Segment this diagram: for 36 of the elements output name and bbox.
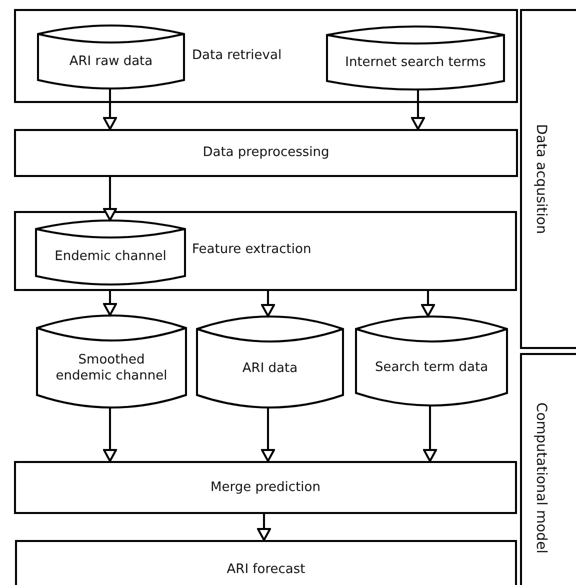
section-label: Data acqusition (532, 124, 549, 234)
node-label: Data preprocessing (202, 145, 330, 161)
arrow (411, 90, 425, 130)
data-cylinder (35, 220, 186, 285)
process-box (14, 129, 518, 177)
data-cylinder (36, 315, 187, 408)
arrow (103, 408, 117, 462)
node-label: ARI data (241, 360, 299, 376)
process-box (14, 211, 517, 291)
node-label: ARI forecast (226, 562, 306, 578)
node-label: ARI raw data (68, 54, 154, 70)
node-label: Feature extraction (192, 242, 312, 258)
node-label: Search term data (374, 360, 490, 376)
section-band (520, 353, 576, 585)
arrow (421, 291, 435, 317)
data-cylinder (196, 316, 344, 408)
process-box (14, 9, 518, 103)
process-box (14, 461, 517, 514)
arrow (423, 406, 437, 462)
node-label: Data retrieval (192, 48, 282, 64)
section-label: Computational model (532, 402, 549, 554)
arrow (261, 408, 275, 462)
arrow (103, 177, 117, 221)
section-band (520, 9, 576, 349)
arrow (261, 291, 275, 317)
node-label: Smoothed endemic channel (54, 352, 168, 384)
arrow (257, 514, 271, 541)
node-label: Internet search terms (344, 54, 487, 70)
data-cylinder (37, 25, 185, 89)
data-cylinder (326, 26, 505, 90)
process-box (15, 540, 517, 585)
arrow (103, 291, 117, 316)
node-label: Merge prediction (210, 480, 322, 496)
data-cylinder (355, 316, 508, 406)
arrow (103, 89, 117, 130)
node-label: Endemic channel (54, 249, 168, 265)
